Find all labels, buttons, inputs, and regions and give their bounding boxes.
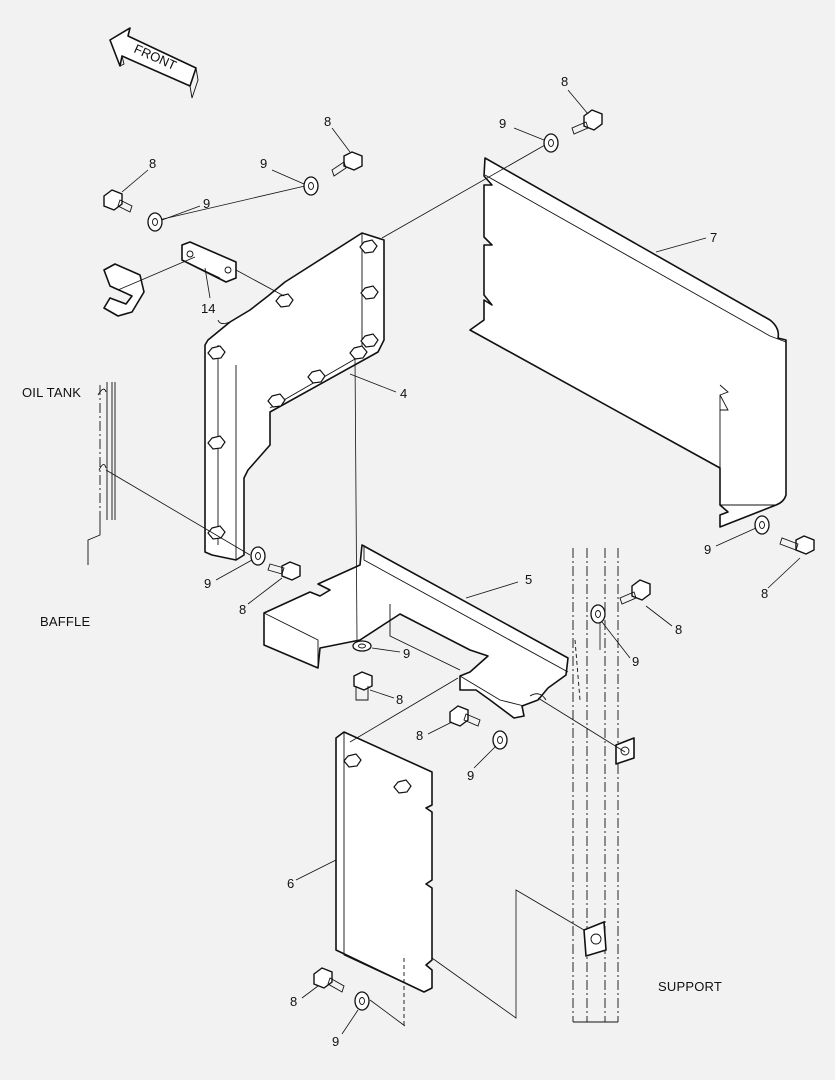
support-note: SUPPORT (658, 979, 722, 994)
part-4-bracket (204, 232, 385, 561)
washer-8 (492, 730, 508, 750)
callout-9-a: 9 (260, 156, 267, 171)
callout-8-e: 8 (396, 692, 403, 707)
bolt-9 (313, 967, 345, 993)
callout-5: 5 (525, 572, 532, 587)
callout-8-f: 8 (675, 622, 682, 637)
washer-1 (147, 212, 163, 232)
bolt-7 (353, 671, 373, 701)
callout-8-g: 8 (761, 586, 768, 601)
bolt-8 (449, 705, 481, 727)
part-7-cover-panel (469, 157, 787, 528)
assembly-lines (105, 144, 626, 1027)
callout-9-b: 9 (203, 196, 210, 211)
washer-9 (354, 991, 370, 1011)
callout-8-c: 8 (561, 74, 568, 89)
baffle-note: BAFFLE (40, 614, 90, 629)
callout-14: 14 (201, 301, 215, 316)
washer-3 (543, 133, 559, 153)
callout-9-c: 9 (499, 116, 506, 131)
bolt-4 (267, 561, 301, 581)
callout-8-d: 8 (239, 602, 246, 617)
bolt-1 (103, 189, 133, 213)
callout-8-b: 8 (324, 114, 331, 129)
callout-8-a: 8 (149, 156, 156, 171)
callout-6: 6 (287, 876, 294, 891)
bolt-3 (571, 109, 603, 135)
bolts (103, 109, 815, 993)
bolt-6 (619, 579, 651, 605)
callout-8-i: 8 (290, 994, 297, 1009)
callout-9-h: 9 (467, 768, 474, 783)
washer-5 (754, 515, 770, 535)
washers (147, 133, 770, 1011)
callout-7: 7 (710, 230, 717, 245)
notes: OIL TANK BAFFLE SUPPORT (22, 385, 722, 994)
callout-leaders (121, 89, 801, 1035)
front-arrow: FRONT (109, 27, 199, 99)
bolt-2 (331, 151, 363, 177)
callout-4: 4 (400, 386, 407, 401)
support-column (572, 548, 619, 1023)
support-clips (583, 737, 635, 957)
callout-9-g: 9 (704, 542, 711, 557)
oil-tank-note: OIL TANK (22, 385, 81, 400)
callout-8-h: 8 (416, 728, 423, 743)
callout-9-d: 9 (204, 576, 211, 591)
part-14-clip-bracket (103, 241, 237, 317)
bolt-5 (779, 535, 815, 555)
washer-2 (303, 176, 319, 196)
part-6-side-plate (335, 731, 433, 993)
washer-7 (352, 640, 372, 652)
callout-9-f: 9 (632, 654, 639, 669)
washer-6 (590, 604, 606, 624)
part-5-base-plate (263, 544, 569, 719)
washer-4 (250, 546, 266, 566)
callout-labels: 8 9 9 8 8 9 7 14 4 9 8 5 9 8 9 8 9 8 8 9… (149, 74, 768, 1049)
bracket-nuts (207, 239, 379, 540)
oil-tank-outline (87, 382, 116, 565)
callout-9-e: 9 (403, 646, 410, 661)
callout-9-i: 9 (332, 1034, 339, 1049)
